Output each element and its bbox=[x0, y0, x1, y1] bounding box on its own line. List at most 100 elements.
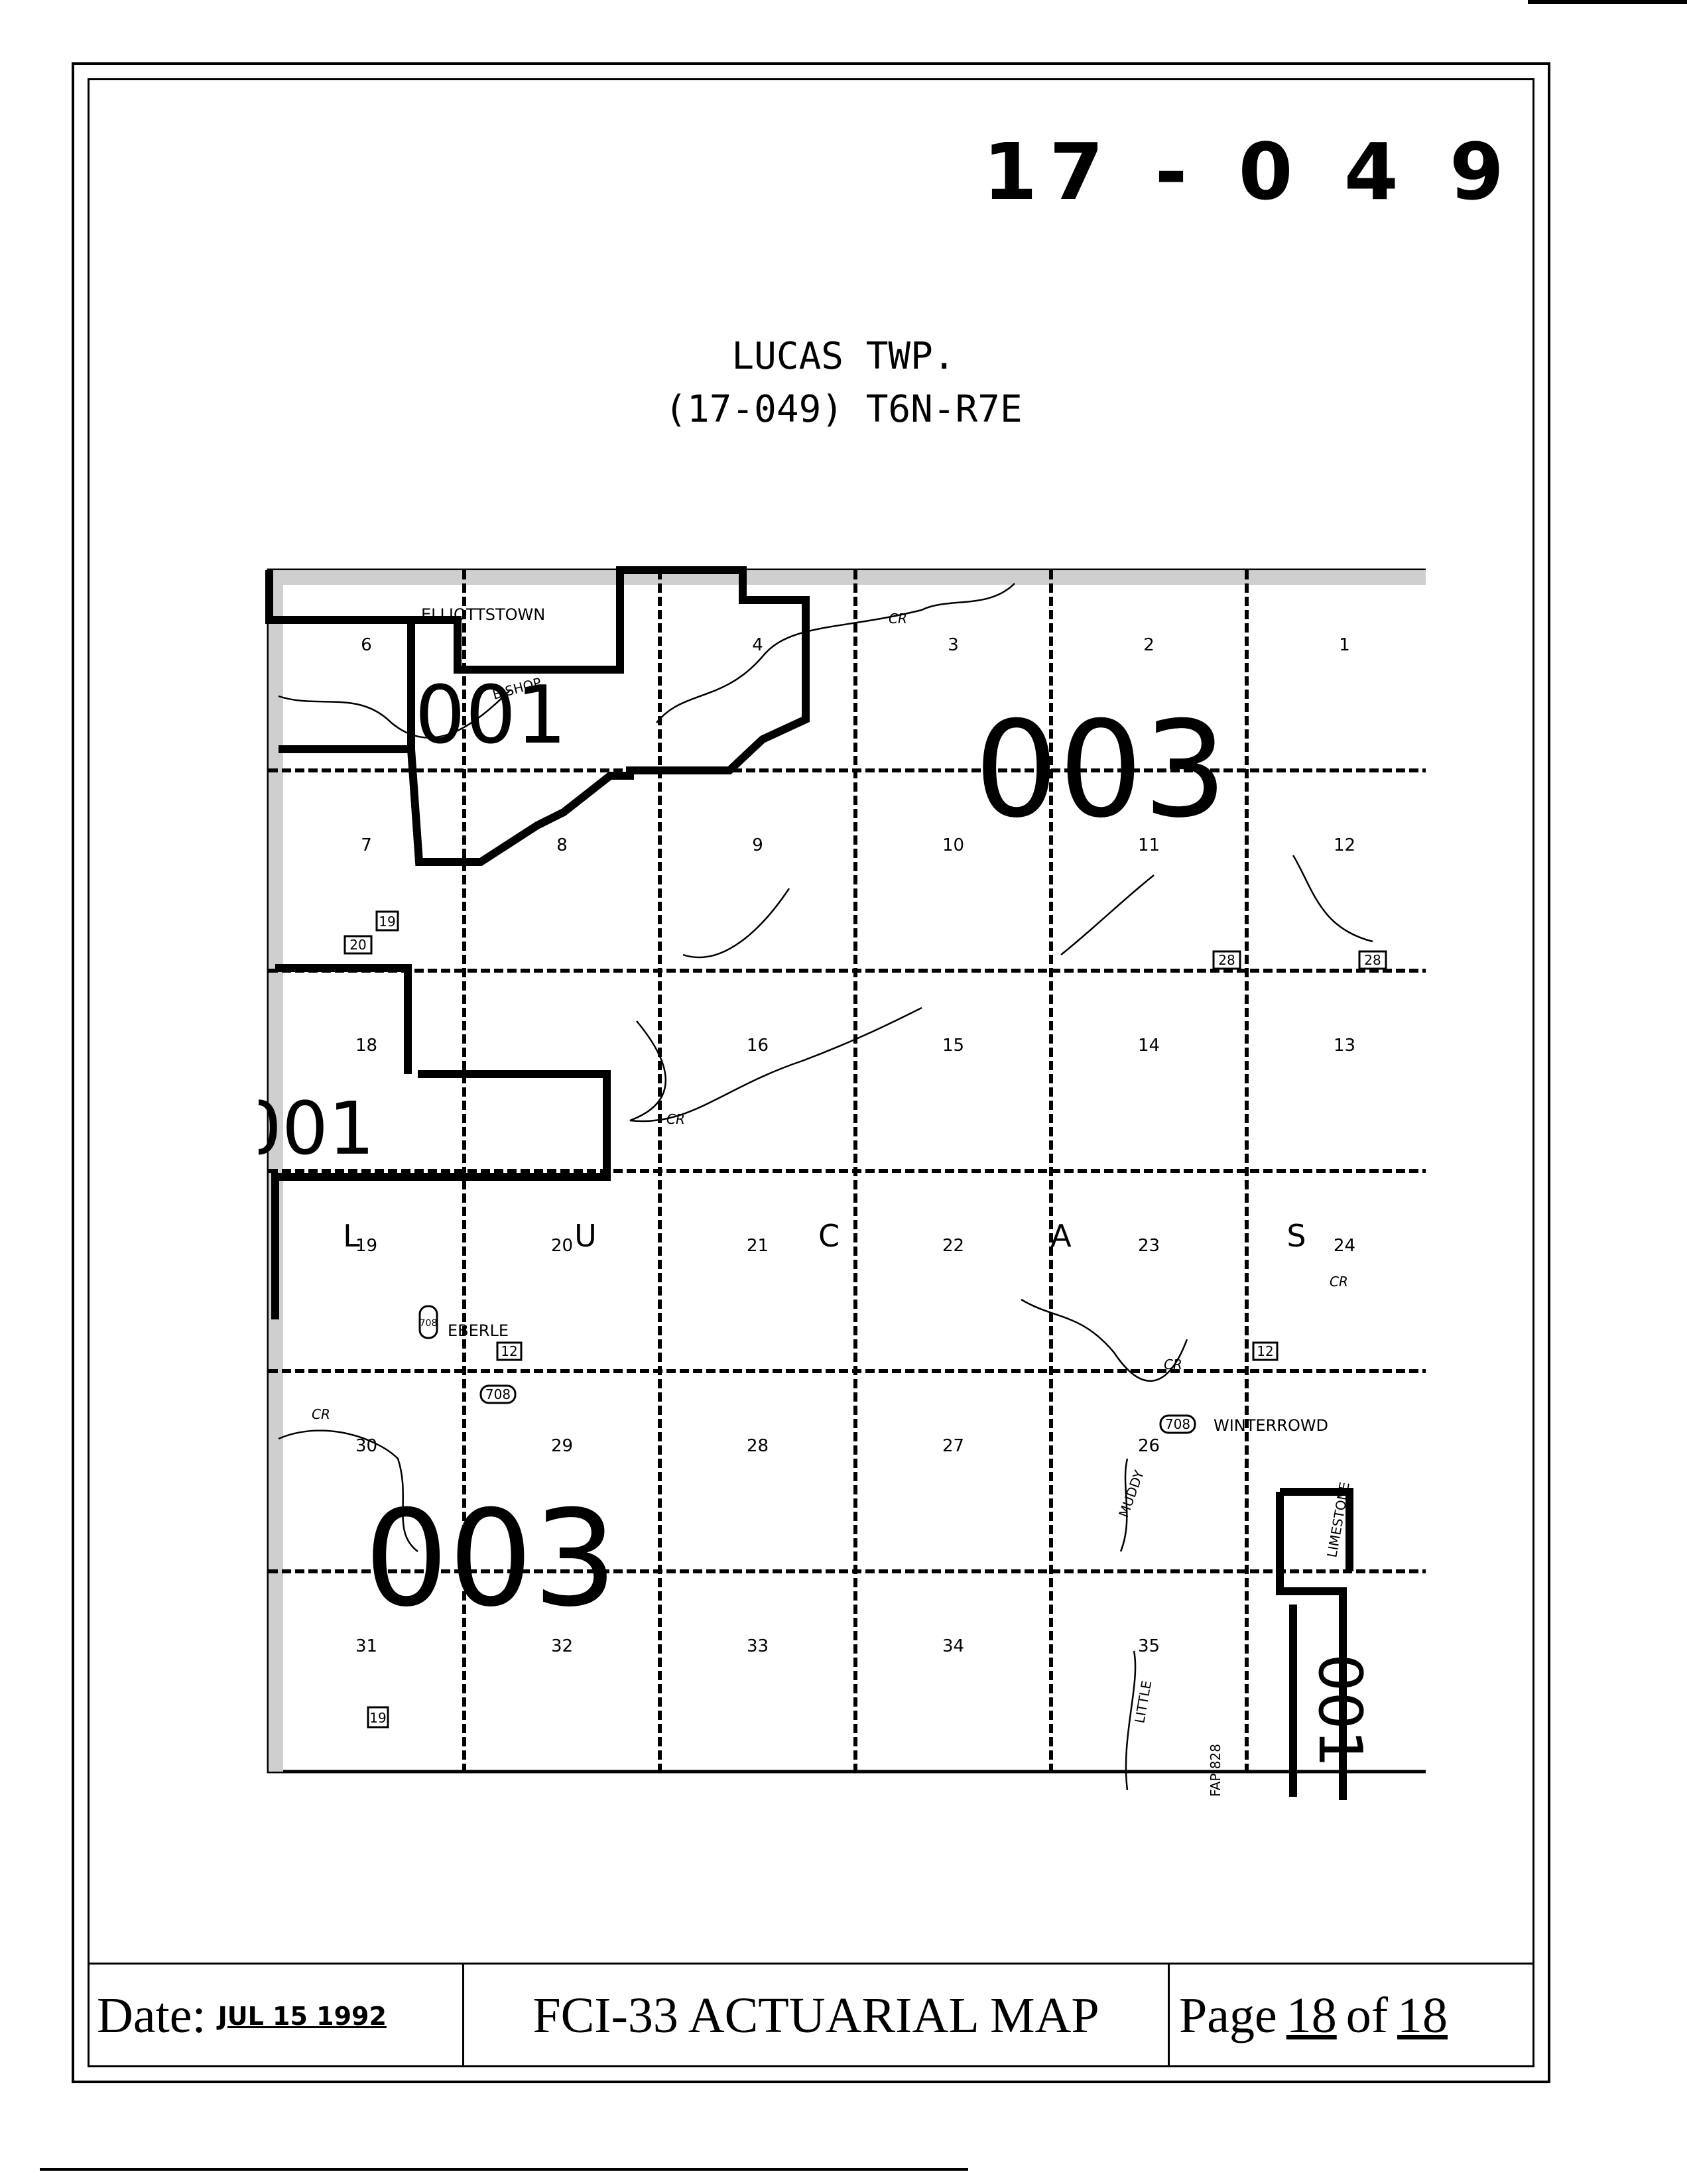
stream-line bbox=[682, 888, 790, 959]
route-shield-708: 708 bbox=[1159, 1414, 1196, 1434]
section-number: 18 bbox=[355, 1036, 377, 1056]
creek-label: CR bbox=[889, 611, 907, 627]
stream-line bbox=[1021, 1298, 1188, 1382]
date-cell: Date: JUL 15 1992 bbox=[88, 1965, 464, 2067]
map-footer: Date: JUL 15 1992 FCI-33 ACTUARIAL MAP P… bbox=[88, 1963, 1534, 2067]
place-fap: FAP 828 bbox=[1208, 1744, 1223, 1797]
township-letter: U bbox=[574, 1218, 597, 1254]
place-little: LITTLE bbox=[1131, 1679, 1155, 1725]
route-shields: 19 20 28 28 12 12 708 708 708 19 bbox=[344, 910, 1387, 1729]
section-number: 3 bbox=[948, 635, 959, 655]
page-border-inner bbox=[88, 78, 1534, 2067]
zone-labels: 001 003 001 003 001 bbox=[259, 670, 1375, 1768]
svg-text:20: 20 bbox=[349, 937, 366, 953]
zone-label-001: 001 bbox=[414, 670, 566, 762]
page-label: Page bbox=[1179, 1988, 1277, 2043]
page-of: of bbox=[1345, 1988, 1389, 2043]
section-number: 30 bbox=[355, 1436, 377, 1456]
scan-edge-rule bbox=[40, 2168, 968, 2171]
date-stamp: JUL 15 1992 bbox=[218, 2001, 387, 2031]
section-number: 15 bbox=[942, 1036, 964, 1056]
zone-label-003: 003 bbox=[364, 1482, 617, 1636]
svg-text:19: 19 bbox=[369, 1710, 386, 1726]
sheet-id: 17 - 0 4 9 bbox=[983, 126, 1516, 217]
section-number: 1 bbox=[1339, 635, 1350, 655]
page-total: 18 bbox=[1397, 1988, 1448, 2043]
section-number: 13 bbox=[1334, 1036, 1355, 1056]
svg-text:19: 19 bbox=[379, 914, 395, 930]
stream-line bbox=[278, 689, 511, 739]
boundary-shading bbox=[269, 570, 1426, 585]
creek-label: CR bbox=[1330, 1274, 1348, 1290]
township-letter: S bbox=[1286, 1218, 1306, 1254]
place-winterrowd: WINTERROWD bbox=[1214, 1416, 1328, 1435]
route-shield-708: 708 bbox=[479, 1384, 517, 1404]
section-number: 10 bbox=[942, 835, 964, 855]
section-number: 20 bbox=[551, 1236, 573, 1256]
route-shield-19: 19 bbox=[375, 910, 399, 932]
page-current: 18 bbox=[1286, 1988, 1337, 2043]
section-number: 29 bbox=[551, 1436, 573, 1456]
section-number: 24 bbox=[1334, 1236, 1355, 1256]
zone-label-003: 003 bbox=[974, 693, 1227, 847]
section-number: 28 bbox=[747, 1436, 769, 1456]
creek-label: CR bbox=[312, 1406, 330, 1422]
page-border-outer bbox=[72, 62, 1550, 2083]
svg-text:12: 12 bbox=[1257, 1343, 1273, 1359]
stream-line bbox=[1119, 1458, 1129, 1552]
form-title-cell: FCI-33 ACTUARIAL MAP bbox=[464, 1965, 1170, 2067]
section-number: 14 bbox=[1138, 1036, 1160, 1056]
township-title: LUCAS TWP. bbox=[731, 335, 956, 378]
stream-line bbox=[1125, 1650, 1137, 1791]
section-number: 35 bbox=[1138, 1636, 1160, 1656]
stream-line bbox=[629, 1006, 922, 1122]
edge-rule bbox=[1528, 0, 1687, 4]
stream-line bbox=[656, 583, 1015, 723]
svg-text:708: 708 bbox=[485, 1386, 511, 1402]
zone-boundaries bbox=[265, 566, 1353, 1800]
section-number: 6 bbox=[361, 635, 372, 655]
route-shield-28: 28 bbox=[1212, 950, 1241, 970]
township-code: (17-049) T6N-R7E bbox=[664, 388, 1023, 431]
zone-label-001: 001 bbox=[1305, 1654, 1375, 1768]
section-number: 2 bbox=[1143, 635, 1155, 655]
township-letters: L U C A S bbox=[343, 1218, 1306, 1254]
route-shield-12: 12 bbox=[496, 1341, 523, 1361]
section-number: 7 bbox=[361, 835, 372, 855]
creek-label: CR bbox=[666, 1111, 685, 1127]
svg-text:708: 708 bbox=[1165, 1416, 1190, 1432]
township-letter: L bbox=[343, 1218, 360, 1254]
stream-line bbox=[1292, 855, 1373, 943]
section-number: 31 bbox=[355, 1636, 377, 1656]
stream-line bbox=[278, 1429, 418, 1552]
township-letter: A bbox=[1050, 1218, 1072, 1254]
section-number: 26 bbox=[1138, 1436, 1160, 1456]
form-title: FCI-33 ACTUARIAL MAP bbox=[532, 1988, 1099, 2043]
section-number: 22 bbox=[942, 1236, 964, 1256]
section-number: 4 bbox=[752, 635, 763, 655]
zone-label-001: 001 bbox=[259, 1086, 375, 1171]
section-number: 16 bbox=[747, 1036, 769, 1056]
section-number: 23 bbox=[1138, 1236, 1160, 1256]
svg-text:708: 708 bbox=[420, 1318, 438, 1329]
route-shield-708: 708 bbox=[418, 1305, 438, 1339]
section-number: 21 bbox=[747, 1236, 769, 1256]
place-eberle: EBERLE bbox=[448, 1321, 509, 1340]
section-number: 8 bbox=[556, 835, 568, 855]
section-number: 32 bbox=[551, 1636, 573, 1656]
page-cell: Page 18 of 18 bbox=[1170, 1965, 1534, 2067]
place-muddy: MUDDY bbox=[1115, 1467, 1147, 1519]
section-number: 9 bbox=[752, 835, 763, 855]
section-number: 34 bbox=[942, 1636, 964, 1656]
stream-line bbox=[1060, 875, 1155, 955]
svg-text:28: 28 bbox=[1364, 952, 1381, 968]
svg-text:28: 28 bbox=[1218, 952, 1235, 968]
section-number: 12 bbox=[1334, 835, 1355, 855]
section-number: 11 bbox=[1138, 835, 1160, 855]
route-shield-12: 12 bbox=[1252, 1341, 1279, 1361]
section-number: 33 bbox=[747, 1636, 769, 1656]
route-shield-19: 19 bbox=[367, 1706, 389, 1729]
svg-text:12: 12 bbox=[501, 1343, 517, 1359]
